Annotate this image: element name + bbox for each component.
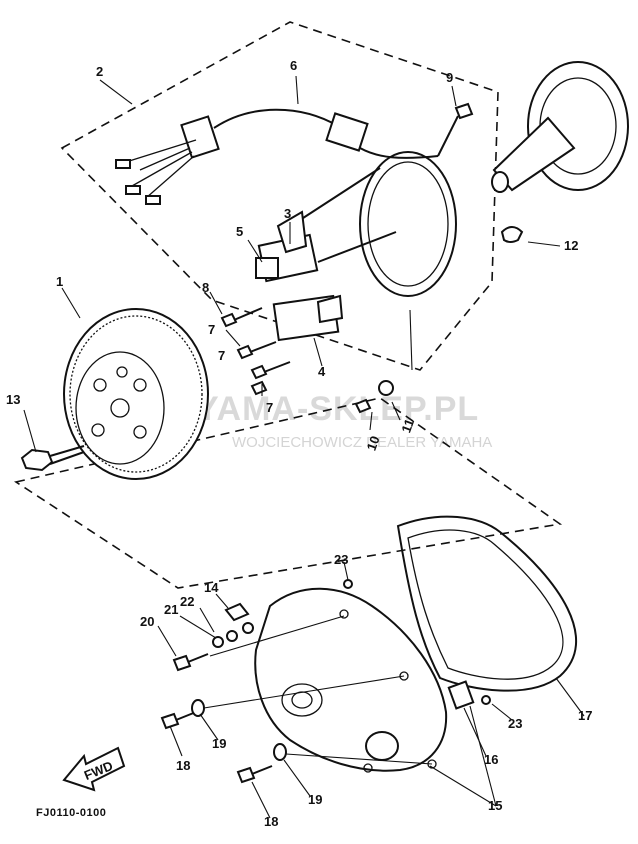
flywheel-bolt [20, 445, 85, 472]
cover-bolts [160, 615, 433, 784]
callout-23b: 23 [508, 716, 522, 731]
callout-13: 13 [6, 392, 20, 407]
callout-17: 17 [578, 708, 592, 723]
callout-1: 1 [56, 274, 63, 289]
stator-screws [220, 307, 291, 396]
callout-7a: 7 [208, 322, 215, 337]
callout-15: 15 [488, 798, 502, 813]
screw-9 [449, 102, 474, 133]
callout-19a: 19 [212, 736, 226, 751]
fwd-arrow: FWD [62, 746, 126, 792]
callout-19b: 19 [308, 792, 322, 807]
diagram-code: FJ0110-0100 [36, 807, 106, 819]
callout-10: 10 [364, 434, 383, 453]
callout-3: 3 [284, 206, 291, 221]
callout-numbers: 2 6 9 3 5 12 1 8 7 7 4 7 13 11 10 23 14 … [6, 58, 592, 829]
callout-2: 2 [96, 64, 103, 79]
cover-gasket [396, 515, 578, 692]
callout-5: 5 [236, 224, 243, 239]
small-hardware [212, 579, 491, 710]
callout-4: 4 [318, 364, 326, 379]
watermark-sub-text: WOJCIECHOWICZ DEALER YAMAHA [232, 434, 492, 451]
callout-23a: 23 [334, 552, 348, 567]
callout-20: 20 [140, 614, 154, 629]
wiring-harness [115, 108, 451, 205]
flywheel-group-frame [13, 397, 563, 589]
cover-gasket-inner [407, 529, 564, 680]
callout-7b: 7 [218, 348, 225, 363]
bearing-housing [491, 61, 629, 193]
callout-16: 16 [484, 752, 498, 767]
callout-7c: 7 [266, 400, 273, 415]
callout-9: 9 [446, 70, 453, 85]
woodruff-key [500, 226, 524, 243]
callout-11: 11 [398, 417, 417, 435]
callout-22: 22 [180, 594, 194, 609]
bolt-10-washer-11 [354, 380, 394, 414]
watermark-main-text: YAMA-SKLEP.PL [196, 390, 479, 428]
leader-lines-upper [23, 75, 561, 453]
flywheel-rotor [63, 308, 209, 480]
callout-21: 21 [164, 602, 178, 617]
callout-14: 14 [204, 580, 219, 595]
callout-18b: 18 [264, 814, 278, 829]
crankcase-cover [254, 587, 448, 773]
callout-18a: 18 [176, 758, 190, 773]
callout-6: 6 [290, 58, 297, 73]
stator-assembly [255, 151, 457, 342]
callout-12: 12 [564, 238, 578, 253]
leader-lines-lower [157, 561, 585, 819]
callout-8: 8 [202, 280, 209, 295]
stator-group-frame [60, 21, 499, 371]
